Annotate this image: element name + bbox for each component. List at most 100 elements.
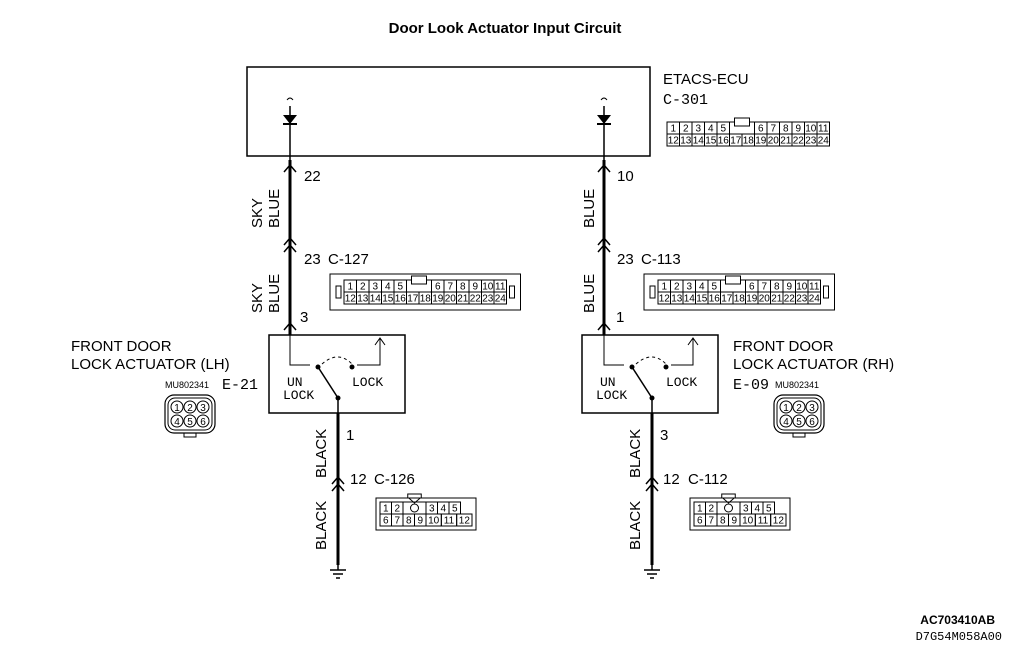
connector-pin: 10 <box>742 516 754 527</box>
right-actuator-box <box>581 334 719 414</box>
connector-pin: 12 <box>668 136 680 147</box>
connector-pin: 4 <box>385 282 391 293</box>
connector-pin: 15 <box>705 136 717 147</box>
connector-pin: 11 <box>809 282 820 293</box>
connector-pin: 1 <box>383 504 389 515</box>
connector-pin: 24 <box>809 294 821 305</box>
right-wire-bottom-2: BLACK <box>627 501 644 550</box>
connector-pin: 18 <box>734 294 746 305</box>
ecu-connector-id: C-301 <box>663 92 708 109</box>
connector-pin: 1 <box>174 403 180 414</box>
connector-pin: 21 <box>780 136 792 147</box>
left-actuator-title-2: LOCK ACTUATOR (LH) <box>71 356 230 373</box>
connector-pin: 18 <box>743 136 755 147</box>
right-circuit: 10 BLUE 23 C-113 BLUE 1 UN LOCK LOCK FRO… <box>581 160 894 579</box>
connector-pin: 14 <box>693 136 705 147</box>
right-actuator-title-2: LOCK ACTUATOR (RH) <box>733 356 894 373</box>
connector-pin: 20 <box>445 294 457 305</box>
connector-pin: 2 <box>683 124 689 135</box>
connector-pin: 12 <box>345 294 357 305</box>
left-ground-connector: C-126 <box>374 471 415 488</box>
right-junction-connector: C-113 <box>641 251 681 268</box>
connector-pin: 4 <box>783 417 789 428</box>
connector-pin: 20 <box>759 294 771 305</box>
left-wire-bottom-1: BLACK <box>313 429 330 478</box>
connector-pin: 22 <box>793 136 805 147</box>
left-ecu-pin: 22 <box>304 168 321 185</box>
connector-pin: 16 <box>709 294 721 305</box>
connector-pin: 6 <box>749 282 755 293</box>
connector-pin: 4 <box>440 504 446 515</box>
connector-pin: 24 <box>495 294 507 305</box>
connector-pin: 7 <box>447 282 453 293</box>
connector-pin: 2 <box>796 403 802 414</box>
right-switch-lock: LOCK <box>666 375 697 390</box>
left-actuator-pin-bottom: 1 <box>346 427 354 444</box>
connector-pin: 6 <box>697 516 703 527</box>
connector-pin: 16 <box>718 136 730 147</box>
connector-pin: 22 <box>470 294 482 305</box>
right-actuator-pin-bottom: 3 <box>660 427 668 444</box>
connector-pin: 8 <box>720 516 726 527</box>
connector-pin: 11 <box>444 516 455 527</box>
connector-pin: 17 <box>721 294 733 305</box>
connector-pin: 3 <box>743 504 749 515</box>
connector-pin: 14 <box>684 294 696 305</box>
connector-pin: 3 <box>429 504 435 515</box>
diagram-title: Door Look Actuator Input Circuit <box>389 20 622 37</box>
connector-pin: 9 <box>731 516 737 527</box>
connector-pin: 2 <box>394 504 400 515</box>
ecu-diode-right <box>597 97 611 160</box>
connector-pin: 9 <box>795 124 801 135</box>
right-ground-connector: C-112 <box>688 471 728 488</box>
left-switch-un: UN <box>287 375 303 390</box>
right-wire-mid: BLUE <box>581 274 598 313</box>
connector-pin: 20 <box>768 136 780 147</box>
connector-pin: 8 <box>460 282 466 293</box>
connector-pin: 15 <box>696 294 708 305</box>
connector-pin: 1 <box>661 282 667 293</box>
connector-pin: 9 <box>417 516 423 527</box>
connector-pin: 8 <box>774 282 780 293</box>
connector-pin: 19 <box>746 294 758 305</box>
connector-pin: 23 <box>796 294 808 305</box>
connector-pin: 23 <box>482 294 494 305</box>
left-wire-mid-2: BLUE <box>266 274 283 313</box>
right-actuator-part: MU802341 <box>775 380 819 390</box>
ecu-diode-left <box>283 97 297 160</box>
left-actuator-part: MU802341 <box>165 380 209 390</box>
connector-pin: 6 <box>200 417 206 428</box>
left-junction-connector: C-127 <box>328 251 369 268</box>
connector-pin: 4 <box>754 504 760 515</box>
connector-pin: 1 <box>347 282 353 293</box>
connector-pin: 10 <box>482 282 494 293</box>
connector-pin: 11 <box>818 124 829 135</box>
connector-pin: 6 <box>435 282 441 293</box>
right-switch-un: UN <box>600 375 616 390</box>
connector-pin: 1 <box>783 403 789 414</box>
right-ground-junction-pin: 12 <box>663 471 680 488</box>
ecu-name: ETACS-ECU <box>663 71 749 88</box>
left-ground-icon <box>330 565 346 579</box>
connector-pin: 12 <box>659 294 671 305</box>
connector-pin: 24 <box>818 136 830 147</box>
left-actuator-title-1: FRONT DOOR <box>71 338 172 355</box>
right-ecu-pin: 10 <box>617 168 634 185</box>
connector-pin: 10 <box>796 282 808 293</box>
connector-pin: 2 <box>360 282 366 293</box>
connector-pin: 6 <box>383 516 389 527</box>
left-wire-top-1: SKY <box>249 198 266 228</box>
left-junction-pin: 23 <box>304 251 321 268</box>
connector-pin: 2 <box>187 403 193 414</box>
connector-pin: 21 <box>771 294 783 305</box>
connector-pin: 7 <box>394 516 400 527</box>
left-wire-bottom-2: BLACK <box>313 501 330 550</box>
connector-pin: 5 <box>766 504 772 515</box>
right-switch-unlock: LOCK <box>596 388 627 403</box>
connector-pin: 13 <box>680 136 692 147</box>
connector-pin: 23 <box>805 136 817 147</box>
